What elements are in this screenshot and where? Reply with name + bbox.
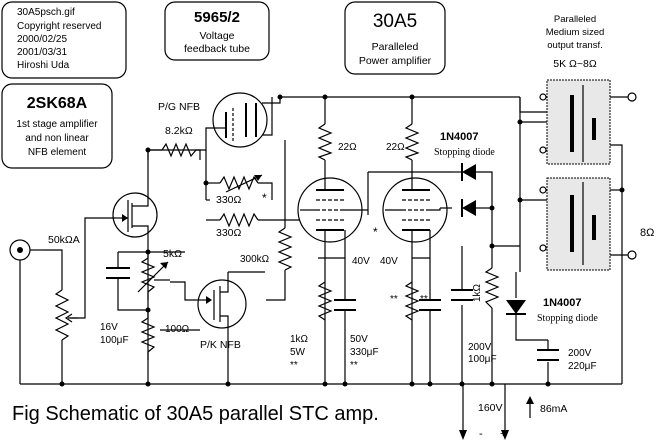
wires: [19, 96, 630, 436]
fet-2sk68a-symbol: [112, 192, 158, 238]
supply-86ma-label: 86mA: [540, 403, 567, 415]
terminals: [539, 92, 637, 260]
fet-line1: 1st stage amplifier: [16, 119, 98, 130]
transformer-impedance: 5K Ω~8Ω: [553, 58, 597, 70]
amp-title: 30A5: [373, 11, 417, 32]
c-100uf-label: 100μF: [100, 335, 129, 346]
r-50k-label: 50kΩA: [48, 234, 80, 246]
c-200v-b-label: 200V: [568, 348, 592, 359]
r-22-a-label: 22Ω: [338, 142, 357, 153]
resistor-1k-symbol: [484, 267, 500, 309]
r-1k-vert-label: 1kΩ: [472, 283, 483, 302]
tube-5965-symbol: [212, 92, 268, 148]
tube-30a5-a-symbol: [297, 177, 368, 243]
capacitor-100uf-200v-symbol: [451, 289, 473, 301]
amp-line2: Power amplifier: [359, 55, 432, 67]
r-1k-5w-rating-label: 5W: [290, 347, 306, 358]
c-16v-label: 16V: [100, 322, 118, 333]
resistor-100-symbol: [140, 310, 156, 360]
tube-5965-title: 5965/2: [194, 9, 240, 26]
resistor-8k2-symbol: [161, 142, 197, 158]
c-330uf-label: 330μF: [350, 347, 379, 358]
info-date-1: 2000/02/25: [17, 34, 67, 45]
r-1k-5w-label: 1kΩ: [290, 334, 309, 345]
capacitor-330uf-50v-symbol: [334, 299, 356, 340]
diode-bottom-symbol: [506, 300, 526, 322]
tube-5965-line2: feedback tube: [184, 43, 250, 55]
r-100-label: 100Ω: [165, 324, 190, 335]
info-filename: 30A5psch.gif: [17, 7, 75, 18]
resistor-22-a-symbol: [317, 123, 333, 161]
output-8-ohm-label: 8Ω: [640, 227, 654, 239]
diode-top-b-symbol: [461, 199, 478, 217]
info-box: 30A5psch.gif Copyright reserved 2000/02/…: [1, 1, 127, 79]
r-330-a-label: 330Ω: [216, 194, 242, 206]
tube-30a5-b-symbol: [382, 177, 448, 243]
volume-pot-symbol: [54, 289, 78, 341]
star-b-label: *: [373, 225, 378, 239]
diode-bottom-desc-label: Stopping diode: [537, 313, 598, 324]
fet-box: 2SK68A 1st stage amplifier and non linea…: [1, 83, 113, 169]
info-author: Hiroshi Uda: [17, 60, 70, 71]
resistor-1k-5w-symbol: [317, 281, 333, 321]
tube-5965-line1: Voltage: [199, 30, 234, 42]
capacitor-stars-symbol: [419, 299, 441, 340]
c-50v-note-label: **: [350, 360, 358, 371]
v-40-a-label: 40V: [352, 256, 370, 267]
supply-160v-label: 160V: [478, 402, 503, 414]
capacitor-100uf-16v-symbol: [106, 267, 130, 286]
c-220uf-label: 220μF: [568, 361, 597, 372]
diode-top-a-symbol: [452, 163, 478, 181]
stars-b-label: **: [420, 294, 428, 305]
fet-pk-nfb-symbol: [196, 279, 247, 329]
diode-bottom-name-label: 1N4007: [543, 297, 582, 309]
junction-dots: [59, 94, 625, 387]
supply-minus-label: -: [479, 428, 483, 440]
figure-caption: Fig Schematic of 30A5 parallel STC amp.: [12, 403, 379, 425]
r-8k2-label: 8.2kΩ: [165, 125, 193, 137]
supply-arrows: [459, 396, 534, 440]
resistor-330-b-symbol: [219, 212, 259, 228]
transformer-line2: Medium sized: [546, 27, 605, 38]
diode-top-name-label: 1N4007: [440, 131, 479, 143]
component-labels: P/G NFB 8.2kΩ 330Ω * 330Ω * 22Ω 22Ω 1N40…: [48, 101, 654, 440]
resistor-22-b-symbol: [404, 123, 420, 161]
info-date-2: 2001/03/31: [17, 47, 67, 58]
c-200v-a-label: 200V: [468, 342, 492, 353]
r-5k-label: 5kΩ: [163, 248, 182, 260]
star-a-label: *: [262, 191, 267, 205]
diode-top-desc-label: Stopping diode: [434, 147, 495, 158]
amp-box: 30A5 Paralleled Power amplifier: [344, 1, 446, 75]
output-transformer-top-symbol: [546, 79, 611, 165]
output-transformer-bottom-symbol: [546, 177, 611, 271]
transformer-line1: Paralleled: [554, 14, 596, 25]
r-22-b-label: 22Ω: [386, 142, 405, 153]
capacitor-220uf-200v-symbol: [537, 349, 559, 361]
transformer-line3: output transf.: [547, 40, 602, 51]
fet-line2: and non linear: [25, 133, 89, 144]
resistor-300k-symbol: [277, 227, 293, 271]
pk-nfb-label: P/K NFB: [200, 339, 241, 351]
amp-line1: Paralleled: [372, 41, 419, 53]
transformer-label: Paralleled Medium sized output transf. 5…: [546, 14, 605, 70]
fet-line3: NFB element: [28, 147, 87, 158]
resistor-330-a-symbol: [219, 174, 263, 193]
r-1k-5w-note-label: **: [290, 360, 298, 371]
tube-5965-box: 5965/2 Voltage feedback tube: [164, 1, 270, 61]
stars-a-label: **: [390, 294, 398, 305]
c-50v-label: 50V: [350, 334, 368, 345]
pg-nfb-label: P/G NFB: [158, 101, 200, 113]
info-copyright: Copyright reserved: [17, 21, 101, 32]
supply-plus-label: +: [500, 428, 506, 440]
input-jack-symbol: [9, 239, 44, 261]
c-100uf-200v-label: 100μF: [468, 354, 497, 365]
resistor-5k-symbol: [137, 257, 170, 300]
r-300k-label: 300kΩ: [240, 254, 270, 265]
r-330-b-label: 330Ω: [216, 227, 242, 239]
fet-title: 2SK68A: [27, 95, 88, 112]
resistor-stars-symbol: [404, 281, 420, 321]
v-40-b-label: 40V: [380, 256, 398, 267]
